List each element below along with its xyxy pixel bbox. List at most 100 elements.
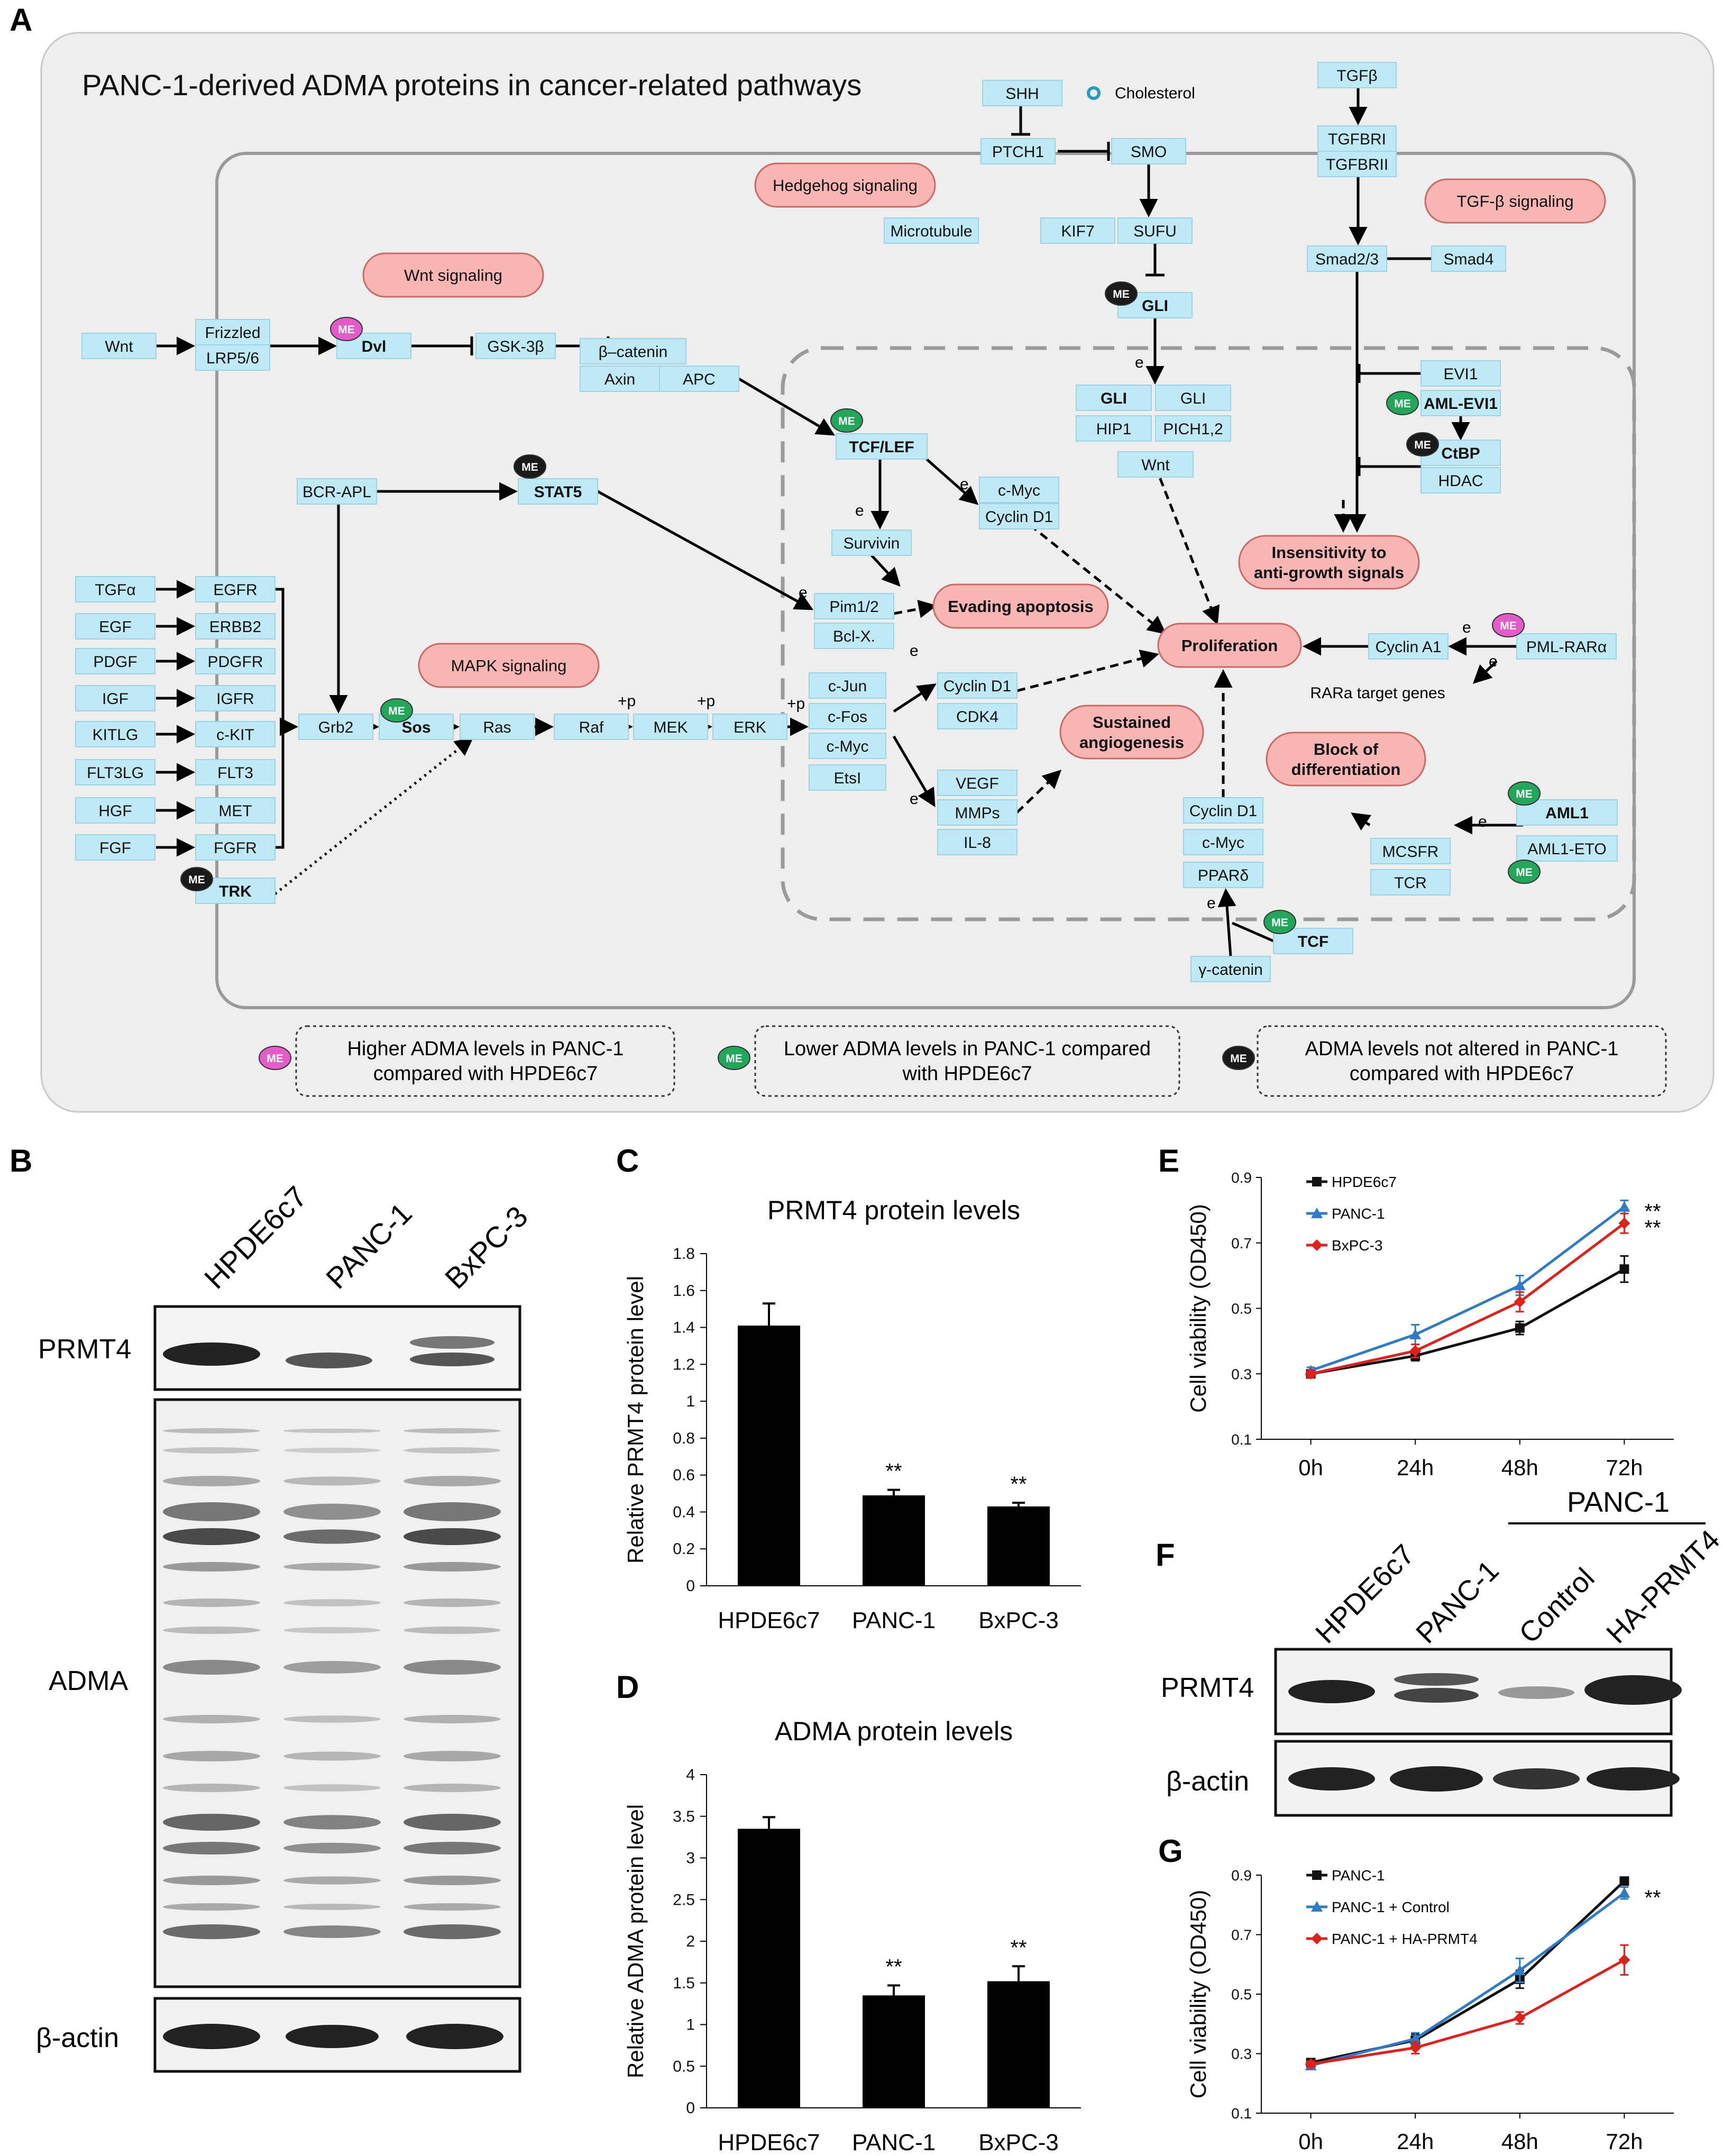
node-gli_b: GLI [1155, 385, 1231, 411]
bar [987, 1506, 1050, 1586]
point [1618, 1217, 1630, 1229]
node-smo: SMO [1111, 138, 1186, 165]
me-marker-text: ME [1516, 866, 1533, 879]
pill-insensitivity-line: anti-growth signals [1254, 563, 1404, 582]
node-microtubule-label: Microtubule [890, 223, 972, 240]
node-grb2: Grb2 [298, 714, 373, 740]
node-raf-label: Raf [579, 719, 604, 736]
legend-me-text: ME [726, 1053, 743, 1065]
legend-label: PANC-1 [1332, 1867, 1385, 1884]
x-category-label: HPDE6c7 [718, 1607, 820, 1633]
node-mmps-label: MMPs [955, 805, 1000, 822]
node-tgfbrii-label: TGFBRII [1326, 156, 1388, 173]
node-pdgf: PDGF [75, 648, 155, 674]
adma-band [283, 1599, 381, 1606]
legend-label: PANC-1 + HA-PRMT4 [1332, 1931, 1478, 1947]
adma-band [163, 1924, 260, 1939]
me-marker: ME [1508, 860, 1541, 884]
significance-mark: ** [1644, 1217, 1661, 1240]
y-tick-label: 1.5 [673, 1975, 695, 1992]
adma-band [163, 1447, 260, 1454]
edge-mark: e [910, 790, 919, 808]
node-amlevi1-label: AML-EVI1 [1424, 395, 1498, 413]
me-marker: ME [180, 867, 213, 891]
adma-band [163, 1476, 260, 1486]
node-tcflef-label: TCF/LEF [849, 438, 914, 456]
node-cjun: c-Jun [809, 672, 886, 699]
point [1409, 1345, 1422, 1357]
node-bclx: Bcl-X. [814, 623, 894, 649]
y-tick-label: 0.3 [1231, 2046, 1252, 2062]
pill-evading-line: Evading apoptosis [948, 597, 1094, 616]
node-hip1-label: HIP1 [1096, 421, 1132, 438]
node-cmyc1: c-Myc [979, 477, 1059, 503]
arrow [893, 599, 937, 618]
edge-mark: e [960, 476, 969, 493]
node-wnt: Wnt [81, 333, 157, 359]
y-tick-label: 0.5 [1231, 1986, 1252, 2003]
node-pich-label: PICH1,2 [1163, 421, 1223, 438]
node-gli_top-label: GLI [1142, 297, 1168, 315]
node-ras-label: Ras [483, 719, 511, 736]
arrow [1351, 812, 1372, 831]
node-egfr: EGFR [195, 576, 276, 602]
phosphorylation-mark: +p [697, 692, 715, 710]
adma-band [163, 1562, 260, 1572]
arrow [893, 683, 937, 713]
node-lrp-label: LRP5/6 [206, 350, 259, 367]
legend-label: PANC-1 [1332, 1205, 1385, 1222]
adma-band [283, 1428, 381, 1433]
node-cycd1a-label: Cyclin D1 [985, 508, 1053, 526]
edge-mark: e [855, 502, 864, 519]
adma-band [404, 1784, 501, 1792]
node-survivin-label: Survivin [844, 535, 900, 552]
arrow [1016, 770, 1062, 814]
adma-band [404, 1476, 501, 1486]
node-ctbp-label: CtBP [1441, 445, 1480, 462]
node-pml-label: PML-RARα [1526, 638, 1607, 656]
node-ppard: PPARδ [1183, 862, 1263, 888]
blot-b: HPDE6c7 PANC-1 BxPC-3 PRMT4 ADMA β-actin [36, 1180, 534, 2073]
arrow [1016, 650, 1159, 692]
node-erk-label: ERK [734, 719, 766, 736]
me-marker: ME [1263, 910, 1296, 934]
legend-me-marker: ME [259, 1046, 291, 1070]
node-smo-label: SMO [1131, 143, 1167, 161]
x-tick-label: 24h [1397, 1455, 1434, 1480]
me-marker-text: ME [1516, 788, 1533, 800]
y-tick-label: 1.6 [673, 1282, 695, 1300]
node-gli_a: GLI [1076, 385, 1152, 411]
node-aml1: AML1 [1516, 799, 1618, 826]
x-tick-label: 0h [1298, 2129, 1323, 2154]
adma-band [163, 1751, 260, 1761]
point [1409, 2033, 1422, 2044]
y-tick-label: 0.1 [1231, 1431, 1252, 1448]
x-category-label: HPDE6c7 [718, 2130, 820, 2155]
node-cycd1a: Cyclin D1 [979, 503, 1059, 529]
legend-label: BxPC-3 [1332, 1237, 1382, 1254]
node-ppard-label: PPARδ [1198, 867, 1249, 884]
panel-label-b: B [10, 1143, 32, 1179]
node-wnt_t-label: Wnt [1141, 456, 1170, 474]
y-tick-label: 1 [686, 1393, 695, 1410]
node-grb2-label: Grb2 [318, 719, 354, 736]
adma-band [283, 1563, 381, 1571]
node-tgfa-label: TGFα [95, 581, 135, 599]
y-tick-label: 1 [686, 2016, 695, 2034]
node-lrp: LRP5/6 [195, 344, 270, 371]
point [1514, 1965, 1526, 1975]
x-category-label: BxPC-3 [978, 1607, 1059, 1633]
series-line [1310, 1268, 1625, 1375]
adma-band [404, 1528, 501, 1545]
y-tick-label: 3 [686, 1850, 695, 1867]
adma-band [404, 1502, 501, 1521]
node-erk: ERK [712, 714, 787, 740]
node-vegf-label: VEGF [956, 775, 999, 792]
legend-label: PANC-1 + Control [1332, 1899, 1450, 1915]
node-frizzled-label: Frizzled [205, 324, 260, 342]
me-marker: ME [1492, 613, 1525, 637]
point [1514, 1280, 1526, 1291]
node-cdk4: CDK4 [937, 703, 1018, 729]
